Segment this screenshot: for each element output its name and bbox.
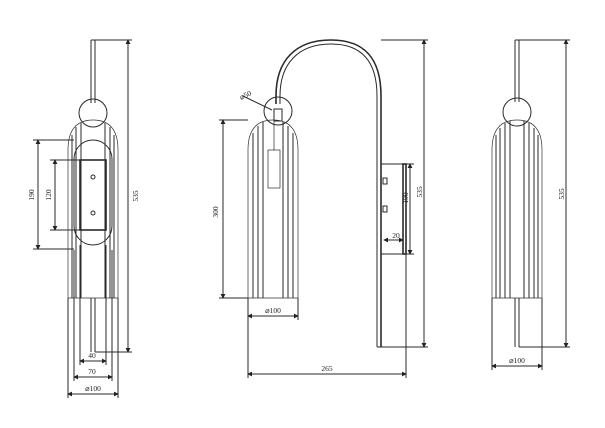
back-shade-diameter-label: ⌀100 bbox=[509, 356, 525, 365]
back-view: 535 ⌀100 bbox=[491, 39, 570, 370]
back-ball bbox=[502, 97, 532, 127]
front-shade bbox=[67, 119, 119, 299]
front-backplate bbox=[73, 139, 113, 246]
back-height-label: 535 bbox=[557, 188, 566, 200]
front-plate-width-label: 40 bbox=[88, 351, 96, 360]
side-view: ⌀50 300 ⌀100 265 190 535 20 bbox=[211, 39, 428, 378]
side-shade-diameter-label: ⌀100 bbox=[265, 306, 281, 315]
side-backplate-height-label: 190 bbox=[401, 192, 410, 204]
side-shade-height-label: 300 bbox=[211, 206, 220, 218]
front-backplate-height-label: 190 bbox=[27, 189, 36, 201]
front-ball bbox=[78, 98, 108, 128]
side-height-label: 535 bbox=[415, 186, 424, 198]
side-shade bbox=[247, 119, 299, 299]
side-shade-ribs bbox=[252, 122, 294, 298]
back-shade-ribs bbox=[495, 121, 539, 298]
front-height-label: 535 bbox=[131, 190, 140, 202]
front-canopy-width-label: 70 bbox=[88, 367, 96, 376]
side-projection-label: 265 bbox=[321, 364, 333, 373]
back-shade bbox=[491, 119, 543, 299]
front-hole-spacing-label: 120 bbox=[44, 189, 53, 201]
front-shade-ribs bbox=[71, 123, 115, 298]
side-ball bbox=[263, 96, 293, 126]
front-mount-plate bbox=[79, 159, 107, 231]
front-shade-diameter-label: ⌀100 bbox=[85, 384, 101, 393]
side-plate-depth-label: 20 bbox=[392, 231, 400, 240]
front-view: 535 190 120 40 70 ⌀100 bbox=[27, 39, 140, 398]
